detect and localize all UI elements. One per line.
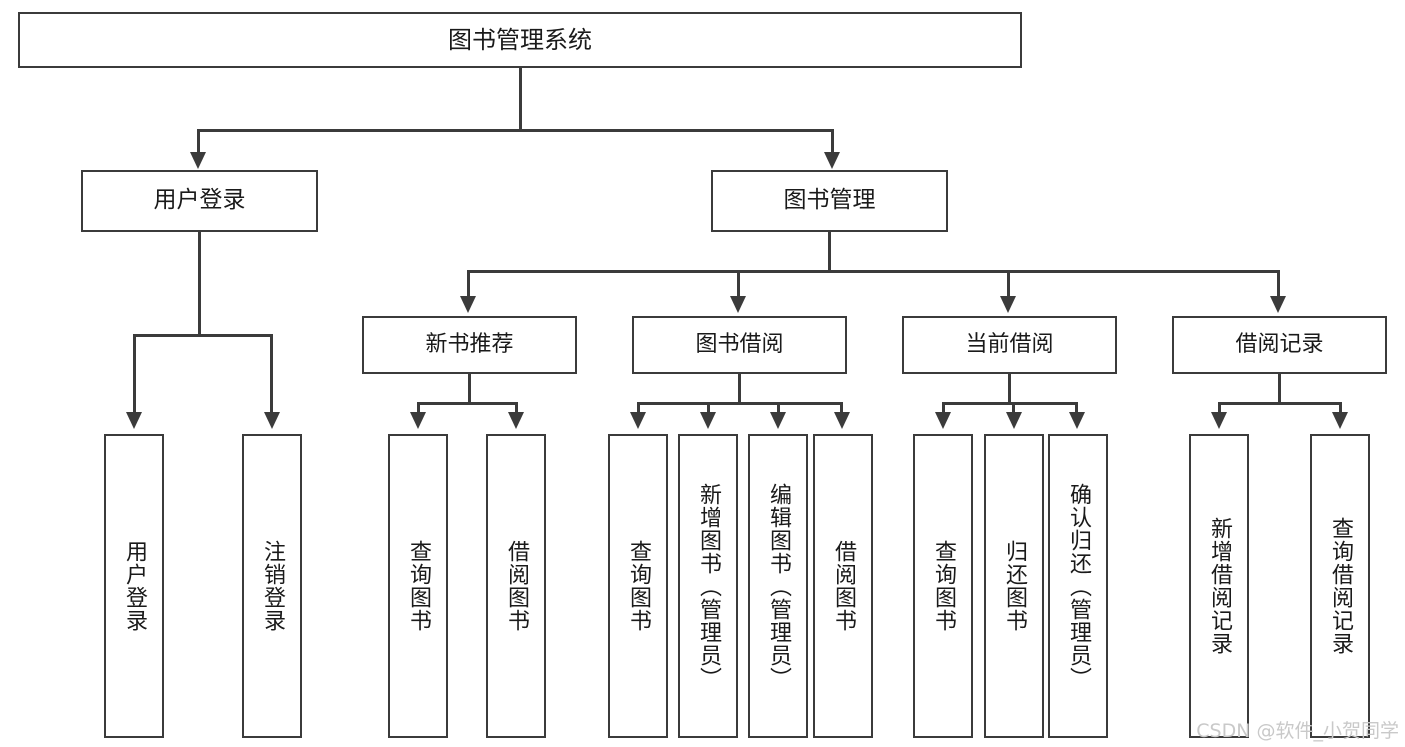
connector-cb-leaf1 — [942, 402, 945, 414]
connector-root-to-book-manage — [831, 129, 834, 155]
node-book-manage[interactable]: 图书管理 — [711, 170, 948, 232]
connector-root-to-user-login — [197, 129, 200, 155]
node-leaf-confirm-return[interactable]: 确认归还（管理员） — [1048, 434, 1108, 738]
connector-book-borrow-bus — [637, 402, 843, 405]
connector-current-borrow-bus — [942, 402, 1076, 405]
connector-nbr-leaf1 — [417, 402, 420, 414]
node-leaf-logout-label: 注销登录 — [259, 540, 285, 632]
arrowhead-leaf-confirm-return — [1069, 412, 1085, 429]
node-user-login-label: 用户登录 — [153, 187, 246, 214]
node-leaf-edit-book-label: 编辑图书（管理员） — [765, 482, 791, 690]
connector-book-manage-bus — [467, 270, 1279, 273]
node-leaf-edit-book[interactable]: 编辑图书（管理员） — [748, 434, 808, 738]
arrowhead-leaf-user-login — [126, 412, 142, 429]
arrowhead-leaf-borrow-book-1 — [508, 412, 524, 429]
node-leaf-return-book[interactable]: 归还图书 — [984, 434, 1044, 738]
connector-to-current-borrow — [1007, 270, 1010, 298]
node-book-manage-label: 图书管理 — [783, 187, 876, 214]
node-leaf-query-book-3[interactable]: 查询图书 — [913, 434, 973, 738]
arrowhead-borrow-record — [1270, 296, 1286, 313]
node-leaf-query-book-1-label: 查询图书 — [405, 540, 431, 632]
node-current-borrow-label: 当前借阅 — [965, 332, 1054, 358]
node-leaf-add-book-label: 新增图书（管理员） — [695, 482, 721, 690]
arrowhead-leaf-logout — [264, 412, 280, 429]
node-leaf-query-book-3-label: 查询图书 — [930, 540, 956, 632]
connector-cb-leaf2 — [1012, 402, 1015, 414]
connector-bb-leaf4 — [840, 402, 843, 414]
arrowhead-user-login — [190, 152, 206, 169]
node-root[interactable]: 图书管理系统 — [18, 12, 1022, 68]
arrowhead-current-borrow — [1000, 296, 1016, 313]
connector-root-stem — [519, 68, 522, 130]
node-leaf-query-record-label: 查询借阅记录 — [1327, 517, 1353, 655]
arrowhead-leaf-edit-book — [770, 412, 786, 429]
connector-book-manage-stem — [828, 232, 831, 272]
node-leaf-borrow-book-1[interactable]: 借阅图书 — [486, 434, 546, 738]
node-leaf-confirm-return-label: 确认归还（管理员） — [1065, 482, 1091, 690]
connector-new-book-rec-bus — [417, 402, 518, 405]
node-leaf-add-book[interactable]: 新增图书（管理员） — [678, 434, 738, 738]
node-borrow-record-label: 借阅记录 — [1235, 332, 1324, 358]
node-leaf-query-book-2[interactable]: 查询图书 — [608, 434, 668, 738]
arrowhead-book-manage — [824, 152, 840, 169]
node-current-borrow[interactable]: 当前借阅 — [902, 316, 1117, 374]
node-leaf-logout[interactable]: 注销登录 — [242, 434, 302, 738]
node-book-borrow[interactable]: 图书借阅 — [632, 316, 847, 374]
connector-book-borrow-stem — [738, 374, 741, 404]
node-user-login[interactable]: 用户登录 — [81, 170, 318, 232]
node-root-label: 图书管理系统 — [448, 25, 592, 54]
node-leaf-query-book-2-label: 查询图书 — [625, 540, 651, 632]
arrowhead-leaf-query-record — [1332, 412, 1348, 429]
connector-to-borrow-record — [1277, 270, 1280, 298]
arrowhead-leaf-query-book-3 — [935, 412, 951, 429]
connector-to-book-borrow — [737, 270, 740, 298]
node-book-borrow-label: 图书借阅 — [695, 332, 784, 358]
node-leaf-query-record[interactable]: 查询借阅记录 — [1310, 434, 1370, 738]
arrowhead-leaf-return-book — [1006, 412, 1022, 429]
node-new-book-rec-label: 新书推荐 — [425, 332, 514, 358]
node-leaf-borrow-book-2[interactable]: 借阅图书 — [813, 434, 873, 738]
node-leaf-query-book-1[interactable]: 查询图书 — [388, 434, 448, 738]
arrowhead-leaf-add-record — [1211, 412, 1227, 429]
watermark: CSDN @软件_小贺同学 — [1196, 720, 1399, 742]
connector-borrow-record-stem — [1278, 374, 1281, 404]
node-leaf-borrow-book-2-label: 借阅图书 — [830, 540, 856, 632]
connector-user-login-to-leaf1 — [133, 334, 136, 414]
connector-borrow-record-bus — [1218, 402, 1342, 405]
connector-nbr-leaf2 — [515, 402, 518, 414]
connector-to-new-book-rec — [467, 270, 470, 298]
arrowhead-new-book-rec — [460, 296, 476, 313]
connector-bb-leaf2 — [707, 402, 710, 414]
connector-root-bus — [197, 129, 834, 132]
arrowhead-book-borrow — [730, 296, 746, 313]
arrowhead-leaf-add-book — [700, 412, 716, 429]
node-leaf-add-record[interactable]: 新增借阅记录 — [1189, 434, 1249, 738]
connector-new-book-rec-stem — [468, 374, 471, 404]
connector-cb-leaf3 — [1075, 402, 1078, 414]
arrowhead-leaf-query-book-1 — [410, 412, 426, 429]
connector-user-login-stem — [198, 232, 201, 336]
connector-user-login-bus — [133, 334, 272, 337]
node-new-book-rec[interactable]: 新书推荐 — [362, 316, 577, 374]
connector-bb-leaf3 — [777, 402, 780, 414]
node-borrow-record[interactable]: 借阅记录 — [1172, 316, 1387, 374]
connector-bb-leaf1 — [637, 402, 640, 414]
node-leaf-return-book-label: 归还图书 — [1001, 540, 1027, 632]
node-leaf-add-record-label: 新增借阅记录 — [1206, 517, 1232, 655]
arrowhead-leaf-query-book-2 — [630, 412, 646, 429]
node-leaf-borrow-book-1-label: 借阅图书 — [503, 540, 529, 632]
connector-br-leaf1 — [1218, 402, 1221, 414]
node-leaf-user-login-label: 用户登录 — [121, 540, 147, 632]
connector-user-login-to-leaf2 — [270, 334, 273, 414]
connector-br-leaf2 — [1339, 402, 1342, 414]
connector-current-borrow-stem — [1008, 374, 1011, 404]
arrowhead-leaf-borrow-book-2 — [834, 412, 850, 429]
node-leaf-user-login[interactable]: 用户登录 — [104, 434, 164, 738]
